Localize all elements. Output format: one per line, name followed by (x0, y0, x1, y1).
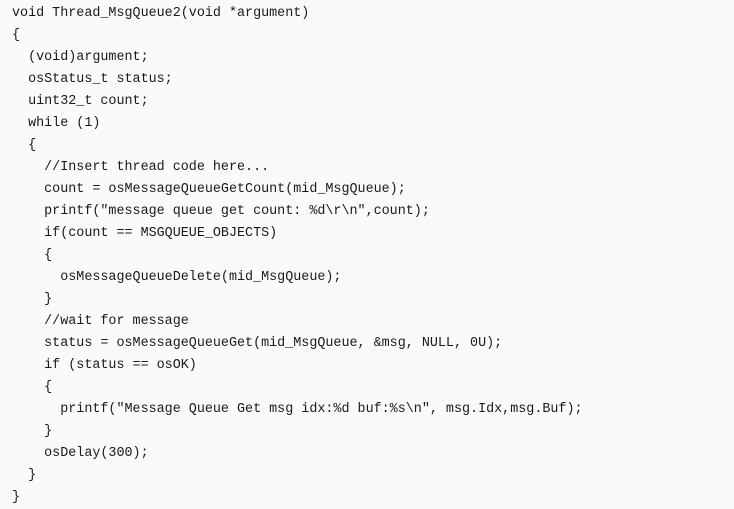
code-line: if(count == MSGQUEUE_OBJECTS) (12, 226, 278, 241)
code-line: { (12, 380, 53, 395)
code-line: osStatus_t status; (12, 72, 173, 87)
code-line: } (12, 292, 53, 307)
code-line: count = osMessageQueueGetCount(mid_MsgQu… (12, 182, 406, 197)
code-line: { (12, 28, 21, 43)
code-line: void Thread_MsgQueue2(void *argument) (12, 6, 310, 21)
code-line: } (12, 424, 53, 439)
code-line: uint32_t count; (12, 94, 149, 109)
code-line: if (status == osOK) (12, 358, 197, 373)
code-line: } (12, 468, 37, 483)
code-line: osMessageQueueDelete(mid_MsgQueue); (12, 270, 342, 285)
code-line: } (12, 490, 21, 505)
code-line: { (12, 248, 53, 263)
code-line: (void)argument; (12, 50, 149, 65)
code-line: //wait for message (12, 314, 189, 329)
code-line: status = osMessageQueueGet(mid_MsgQueue,… (12, 336, 503, 351)
code-line: { (12, 138, 37, 153)
code-line: //Insert thread code here... (12, 160, 270, 175)
code-line: printf("Message Queue Get msg idx:%d buf… (12, 402, 583, 417)
code-line: osDelay(300); (12, 446, 149, 461)
code-line: while (1) (12, 116, 101, 131)
code-line: printf("message queue get count: %d\r\n"… (12, 204, 430, 219)
